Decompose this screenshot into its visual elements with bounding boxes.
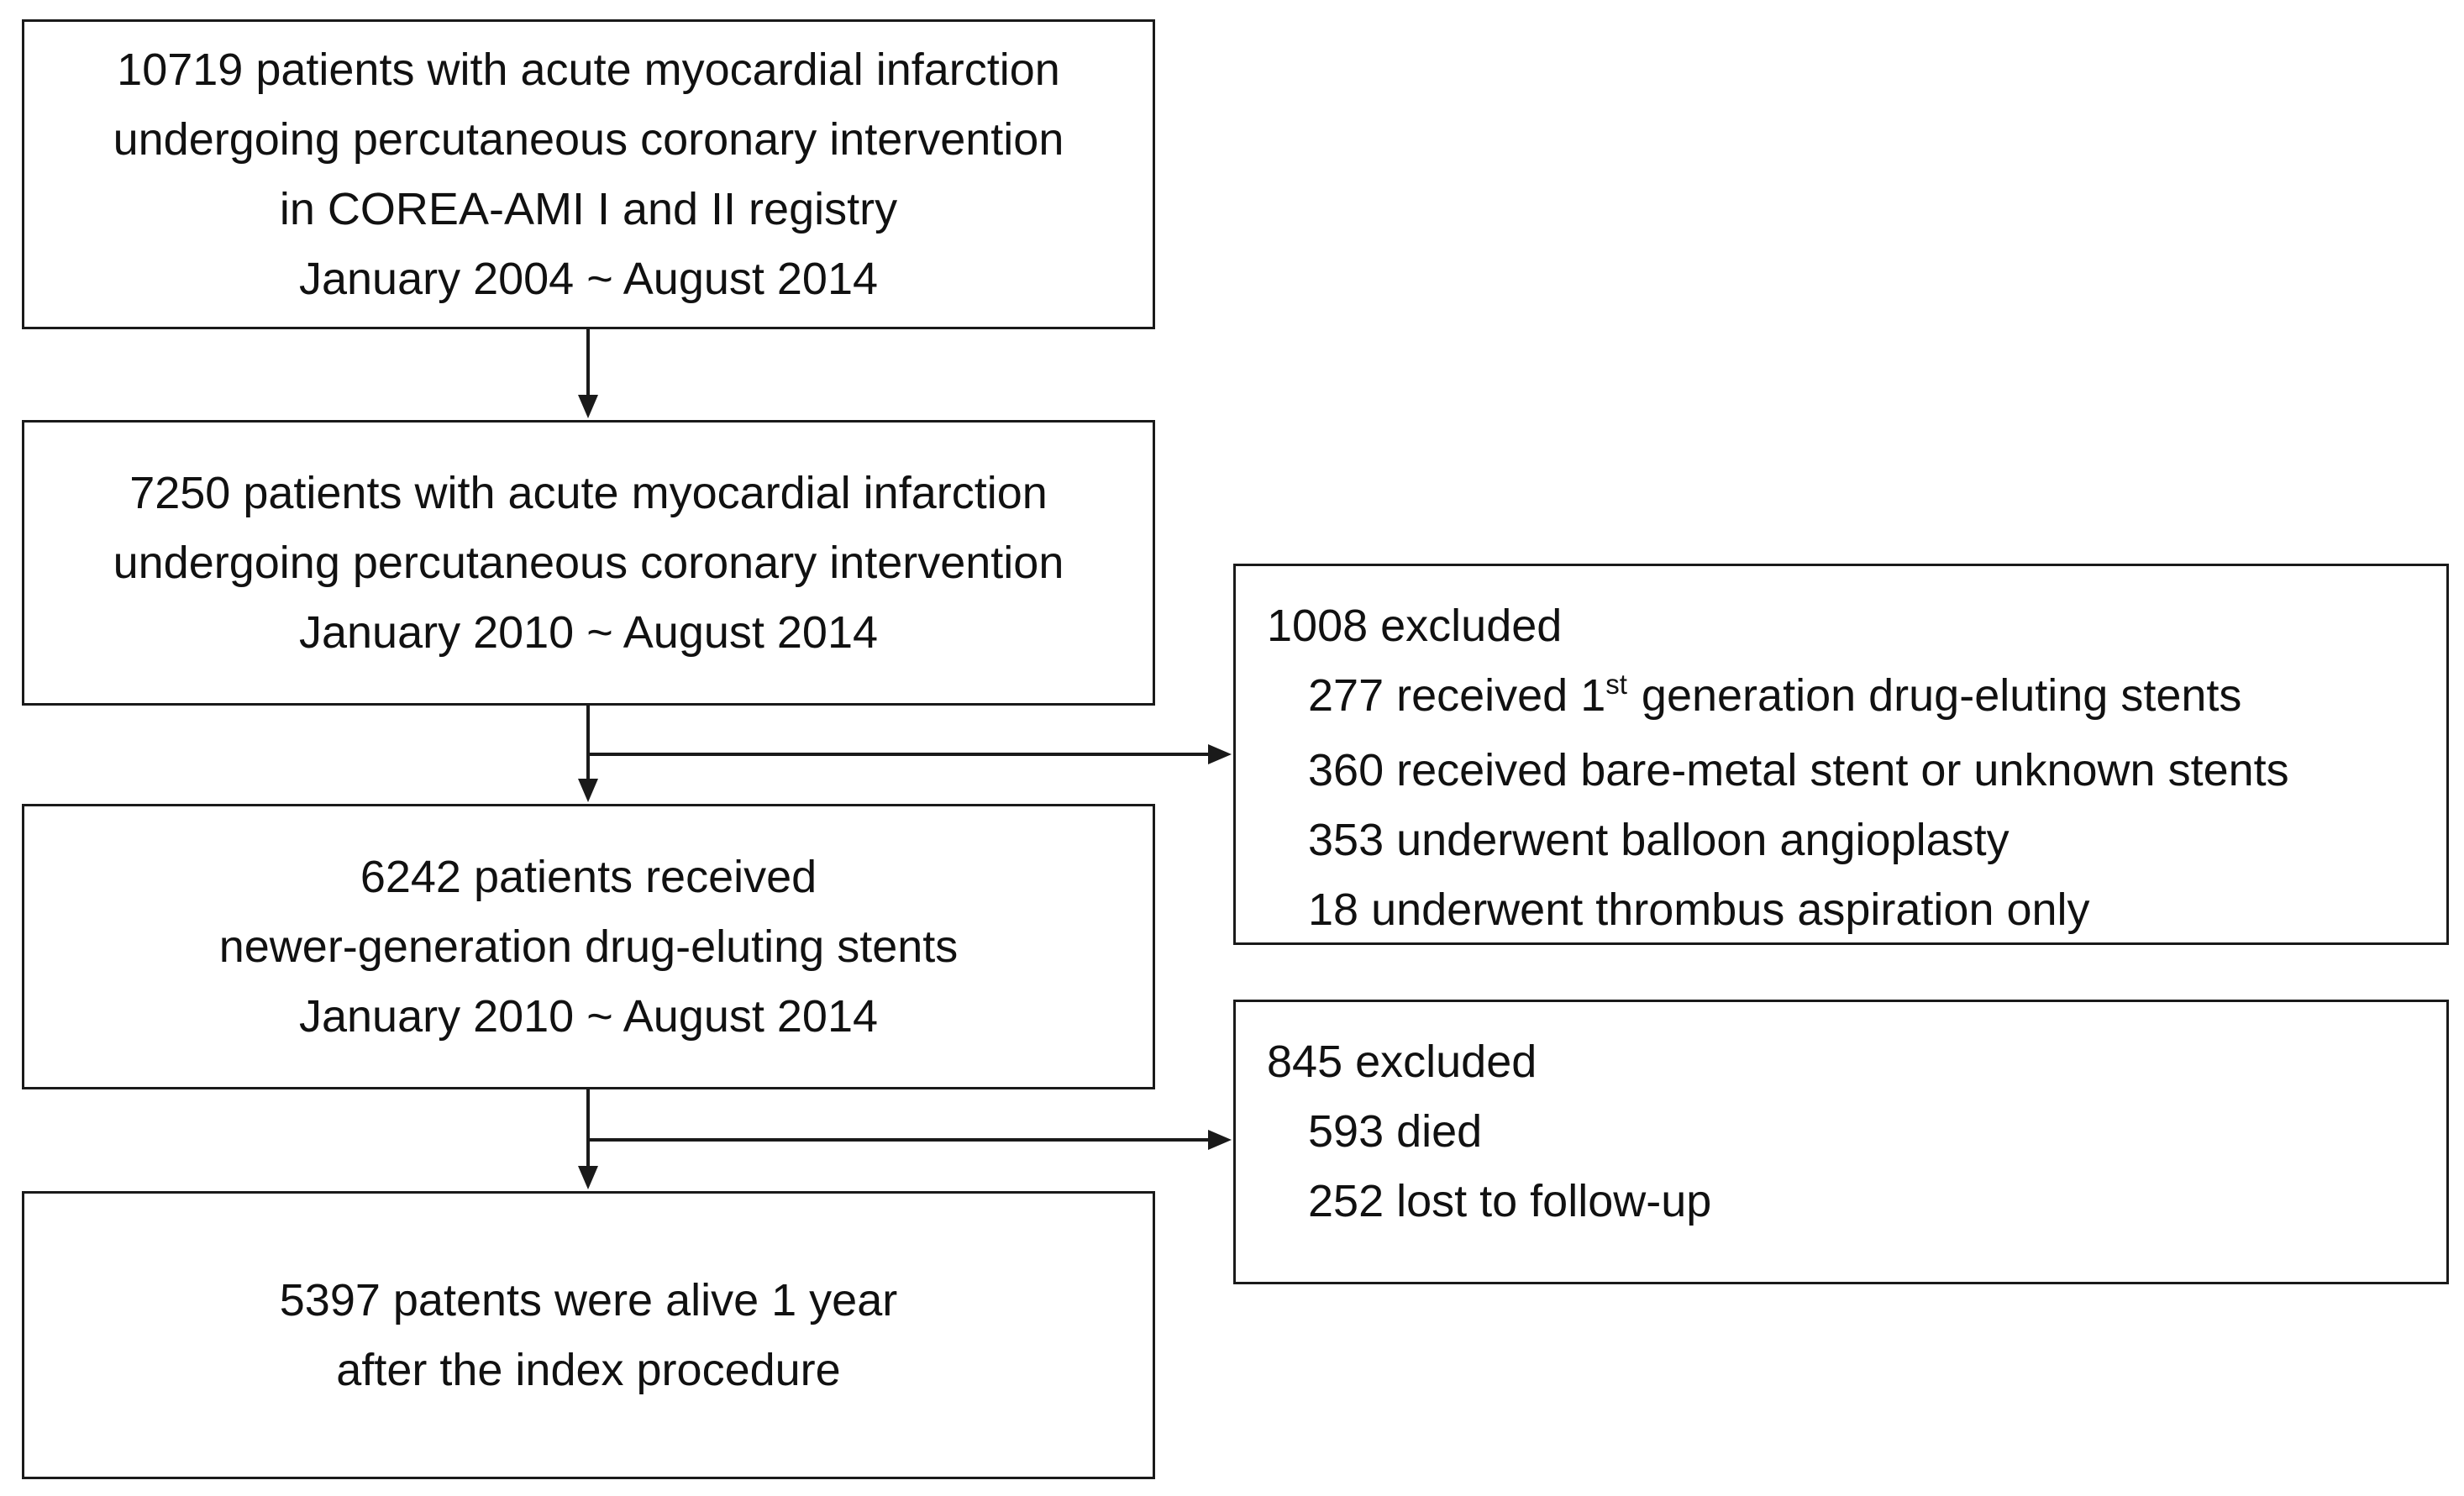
box-2010-line-2: undergoing percutaneous coronary interve… <box>113 537 1064 588</box>
exclusion-followup-item-1: 593 died <box>1308 1106 1483 1157</box>
arrowhead-box4 <box>578 1166 598 1189</box>
arrowhead-exclusion-followup <box>1208 1130 1232 1150</box>
arrowhead-box2 <box>578 395 598 418</box>
box-final-cohort: 5397 patents were alive 1 year after the… <box>22 1191 1155 1479</box>
box-newer-des-line-2: newer-generation drug-eluting stents <box>218 921 959 972</box>
box-registry-line-4: January 2004 ~ August 2014 <box>298 253 879 304</box>
box-final-line-1: 5397 patents were alive 1 year <box>279 1274 898 1325</box>
arrowhead-box3 <box>578 779 598 802</box>
exclusion-stents-item-3: 353 underwent balloon angioplasty <box>1308 815 2010 865</box>
exclusion-stents-item-4: 18 underwent thrombus aspiration only <box>1308 884 2090 935</box>
box-newer-des-line-1: 6242 patients received <box>360 851 817 902</box>
box-2010-line-3: January 2010 ~ August 2014 <box>298 606 879 658</box>
box-newer-des-cohort: 6242 patients received newer-generation … <box>22 804 1155 1089</box>
exclusion-box-stents: 1008 excluded 277 received 1st generatio… <box>1233 564 2449 945</box>
box-registry-line-3: in COREA-AMI I and II registry <box>279 183 898 234</box>
exclusion-stents-item-2: 360 received bare-metal stent or unknown… <box>1308 745 2289 795</box>
arrowhead-exclusion-stents <box>1208 744 1232 764</box>
box-newer-des-line-3: January 2010 ~ August 2014 <box>298 990 879 1042</box>
exclusion-followup-header: 845 excluded <box>1267 1037 1537 1087</box>
box-registry-cohort: 10719 patients with acute myocardial inf… <box>22 19 1155 329</box>
box-2010-line-1: 7250 patients with acute myocardial infa… <box>129 467 1048 518</box>
exclusion-box-followup: 845 excluded 593 died 252 lost to follow… <box>1233 1000 2449 1284</box>
box-registry-line-2: undergoing percutaneous coronary interve… <box>113 113 1064 165</box>
exclusion-followup-item-2: 252 lost to follow-up <box>1308 1176 1712 1226</box>
box-final-line-2: after the index procedure <box>336 1344 841 1395</box>
box-2010-cohort: 7250 patients with acute myocardial infa… <box>22 420 1155 706</box>
exclusion-stents-item-1: 277 received 1st generation drug-eluting… <box>1308 669 2242 721</box>
box-registry-line-1: 10719 patients with acute myocardial inf… <box>117 44 1060 95</box>
exclusion-stents-header: 1008 excluded <box>1267 601 1563 651</box>
